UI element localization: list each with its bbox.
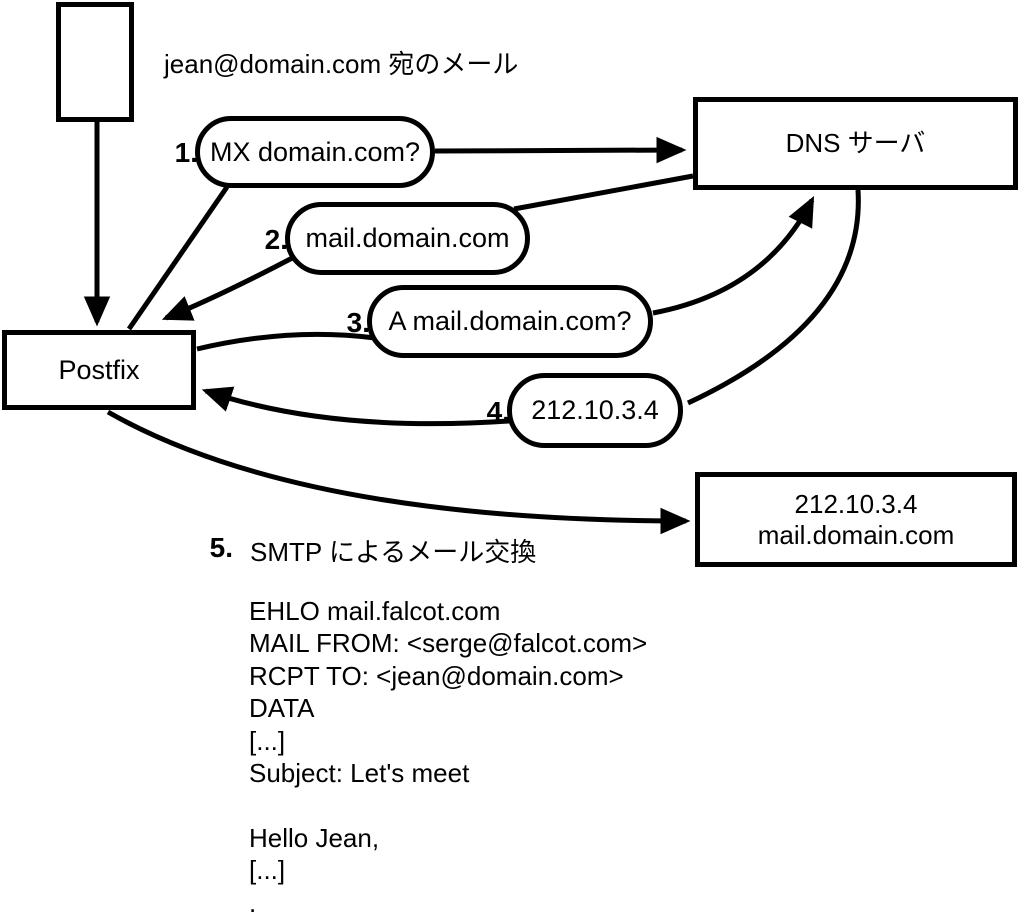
diagram-title: jean@domain.com 宛のメール (164, 49, 519, 79)
pill-a-query: A mail.domain.com? (367, 285, 653, 358)
smtp-line-end-dot: . (249, 887, 257, 918)
incoming-message-box (56, 2, 134, 122)
step-number-1: 1. (174, 137, 198, 168)
arrow-query3-to-dns (652, 195, 815, 316)
smtp-line-ellipsis-2: [...] (249, 855, 286, 886)
mail-server-ip: 212.10.3.4 (794, 488, 918, 519)
smtp-line-data: DATA (249, 693, 315, 724)
smtp-line-blank (249, 790, 647, 822)
step-number-4: 4. (486, 396, 510, 427)
smtp-line-greeting: Hello Jean, (249, 822, 380, 853)
pill-a-answer-label: 212.10.3.4 (531, 395, 659, 425)
smtp-line-rcpt-to: RCPT TO: <jean@domain.com> (249, 660, 624, 691)
pill-a-answer: 212.10.3.4 (507, 373, 683, 448)
dns-server-box: DNS サーバ (693, 97, 1018, 190)
pill-a-query-label: A mail.domain.com? (388, 306, 632, 336)
pill-mx-query: MX domain.com? (195, 116, 435, 188)
postfix-label: Postfix (58, 354, 140, 385)
postfix-box: Postfix (2, 330, 196, 410)
arrow-query1-to-dns (434, 136, 687, 164)
dns-server-label: DNS サーバ (785, 128, 926, 158)
smtp-line-mail-from: MAIL FROM: <serge@falcot.com> (249, 628, 648, 659)
arrow-answer2-to-postfix (161, 253, 298, 321)
link-dns-to-answer2 (513, 173, 694, 212)
mail-server-box: 212.10.3.4 mail.domain.com (695, 472, 1017, 567)
mail-server-hostname: mail.domain.com (757, 519, 955, 550)
link-dns-to-answer4 (686, 189, 861, 406)
pill-mx-answer-label: mail.domain.com (305, 223, 510, 253)
step-5-caption: SMTP によるメール交換 (250, 537, 537, 567)
smtp-line-ellipsis-1: [...] (249, 725, 286, 756)
step-number-5: 5. (209, 532, 233, 563)
smtp-line-subject: Subject: Let's meet (249, 757, 470, 788)
step-number-2: 2. (264, 224, 288, 255)
smtp-session-transcript: EHLO mail.falcot.com MAIL FROM: <serge@f… (249, 596, 647, 920)
pill-mx-query-label: MX domain.com? (209, 136, 421, 167)
step-number-3: 3. (346, 307, 370, 338)
pill-mx-answer: mail.domain.com (285, 202, 530, 275)
arrow-postfix-to-mailserver (106, 409, 691, 535)
smtp-line-ehlo: EHLO mail.falcot.com (249, 596, 501, 626)
link-postfix-to-query1 (126, 185, 230, 331)
link-postfix-to-query3 (196, 331, 376, 352)
arrow-answer4-to-postfix (201, 386, 510, 427)
